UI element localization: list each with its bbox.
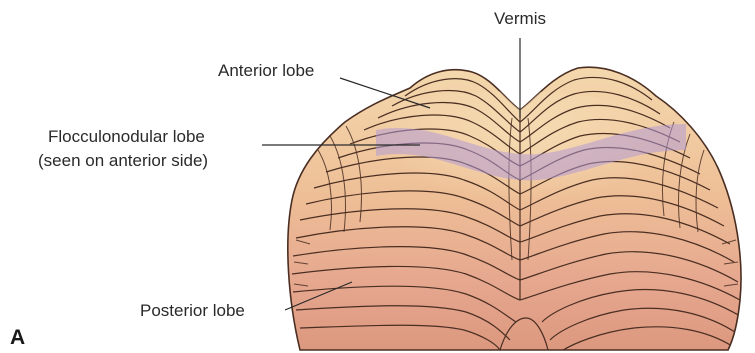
posterior-lobe-label: Posterior lobe [140, 301, 245, 320]
panel-letter: A [10, 326, 25, 349]
flocculonodular-label-line1: Flocculonodular lobe [48, 127, 205, 146]
anterior-lobe-label: Anterior lobe [218, 61, 314, 80]
flocculonodular-label-line2: (seen on anterior side) [38, 151, 208, 170]
cerebellum-body [288, 67, 741, 350]
vermis-label: Vermis [494, 9, 546, 28]
